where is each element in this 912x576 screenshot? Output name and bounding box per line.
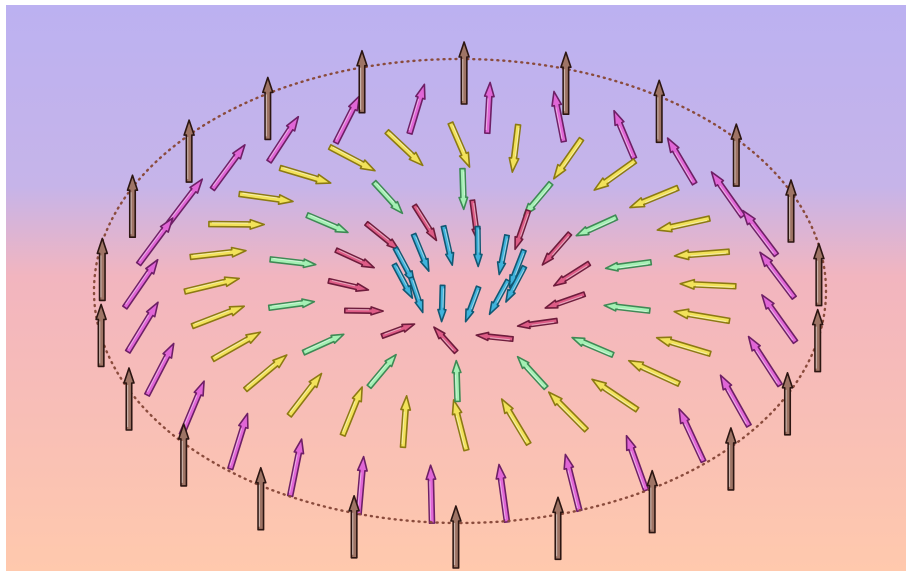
- outer-up-spins-arrow-6: [256, 468, 266, 530]
- outer-up-spins-arrow-21: [813, 310, 823, 372]
- outer-up-spins-arrow-9: [96, 304, 106, 366]
- outer-up-spins-arrow-17: [654, 80, 664, 142]
- outer-up-spins-arrow-19: [786, 180, 796, 242]
- outer-up-spins-arrow-12: [184, 120, 194, 182]
- outer-up-spins-arrow-16: [561, 52, 571, 114]
- skyrmion-diagram: [6, 5, 906, 571]
- outer-up-spins-arrow-7: [179, 424, 189, 486]
- outer-up-spins-arrow-18: [731, 124, 741, 186]
- outer-up-spins-arrow-4: [451, 506, 461, 568]
- outer-up-spins-arrow-5: [349, 496, 359, 558]
- outer-up-spins-arrow-3: [553, 497, 563, 559]
- outer-up-spins-arrow-14: [357, 51, 367, 113]
- outer-up-spins-arrow-0: [783, 373, 793, 435]
- outer-up-spins-arrow-20: [814, 244, 824, 306]
- outer-up-spins-arrow-10: [97, 238, 107, 300]
- outer-up-spins-arrow-8: [124, 368, 134, 430]
- outer-up-spins-arrow-13: [263, 77, 273, 139]
- outer-up-spins-arrow-2: [647, 471, 657, 533]
- outer-up-spins-arrow-15: [459, 42, 469, 104]
- outer-up-spins-arrow-1: [726, 428, 736, 490]
- outer-up-spins-arrow-11: [128, 175, 138, 237]
